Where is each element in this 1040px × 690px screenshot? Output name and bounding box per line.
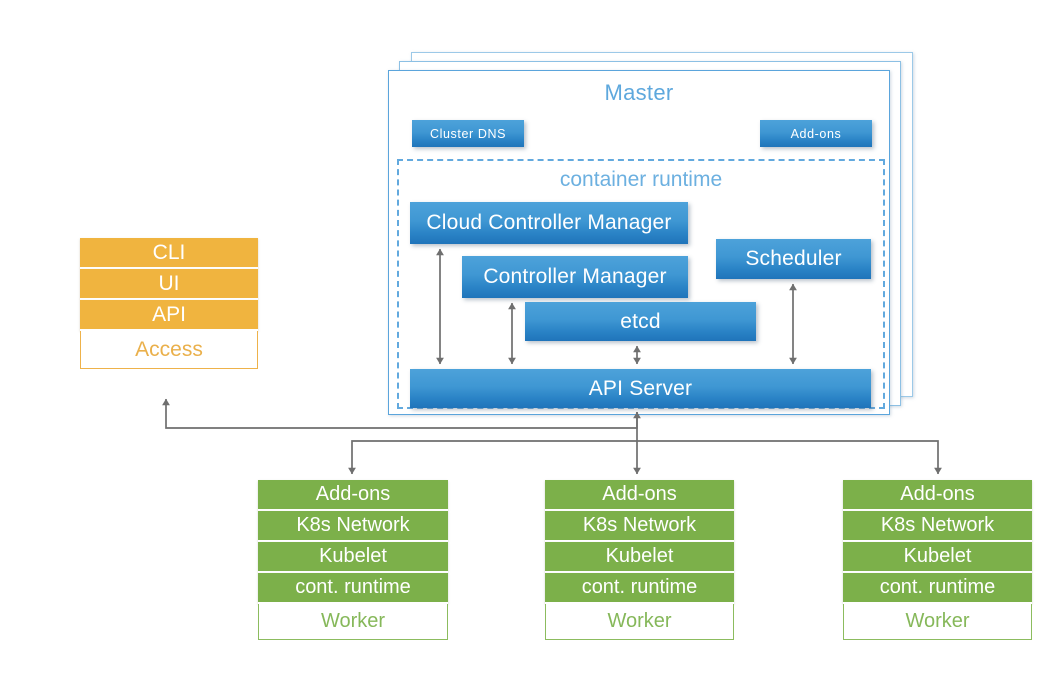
access-row-cli[interactable]: CLI [80, 238, 258, 269]
worker-layer-cont-runtime[interactable]: cont. runtime [258, 573, 448, 604]
worker-layer-addons[interactable]: Add-ons [843, 480, 1032, 511]
access-row-ui[interactable]: UI [80, 269, 258, 300]
etcd-box[interactable]: etcd [525, 302, 756, 341]
worker-layer-k8s-network[interactable]: K8s Network [843, 511, 1032, 542]
controller-manager-box[interactable]: Controller Manager [462, 256, 688, 298]
worker-label: Worker [843, 604, 1032, 640]
access-stack: CLI UI API Access [80, 238, 258, 369]
container-runtime-region [397, 159, 885, 409]
worker-layer-k8s-network[interactable]: K8s Network [545, 511, 734, 542]
cloud-controller-manager-box[interactable]: Cloud Controller Manager [410, 202, 688, 244]
worker-node-2: Add-ons K8s Network Kubelet cont. runtim… [545, 480, 734, 640]
worker-layer-kubelet[interactable]: Kubelet [545, 542, 734, 573]
arrow-apiserver-worker-3 [637, 440, 942, 475]
arrow-apiserver-worker-1 [348, 440, 637, 475]
scheduler-box[interactable]: Scheduler [716, 239, 871, 279]
master-addons-box[interactable]: Add-ons [760, 120, 872, 147]
access-row-api[interactable]: API [80, 300, 258, 331]
worker-layer-kubelet[interactable]: Kubelet [843, 542, 1032, 573]
worker-layer-cont-runtime[interactable]: cont. runtime [843, 573, 1032, 604]
worker-label: Worker [258, 604, 448, 640]
worker-layer-addons[interactable]: Add-ons [545, 480, 734, 511]
worker-node-3: Add-ons K8s Network Kubelet cont. runtim… [843, 480, 1032, 640]
container-runtime-title: container runtime [559, 168, 723, 191]
worker-layer-k8s-network[interactable]: K8s Network [258, 511, 448, 542]
worker-layer-kubelet[interactable]: Kubelet [258, 542, 448, 573]
access-label: Access [80, 331, 258, 369]
worker-node-1: Add-ons K8s Network Kubelet cont. runtim… [258, 480, 448, 640]
master-title: Master [604, 80, 674, 105]
worker-label: Worker [545, 604, 734, 640]
cluster-dns-box[interactable]: Cluster DNS [412, 120, 524, 147]
api-server-box[interactable]: API Server [410, 369, 871, 408]
worker-layer-cont-runtime[interactable]: cont. runtime [545, 573, 734, 604]
worker-layer-addons[interactable]: Add-ons [258, 480, 448, 511]
